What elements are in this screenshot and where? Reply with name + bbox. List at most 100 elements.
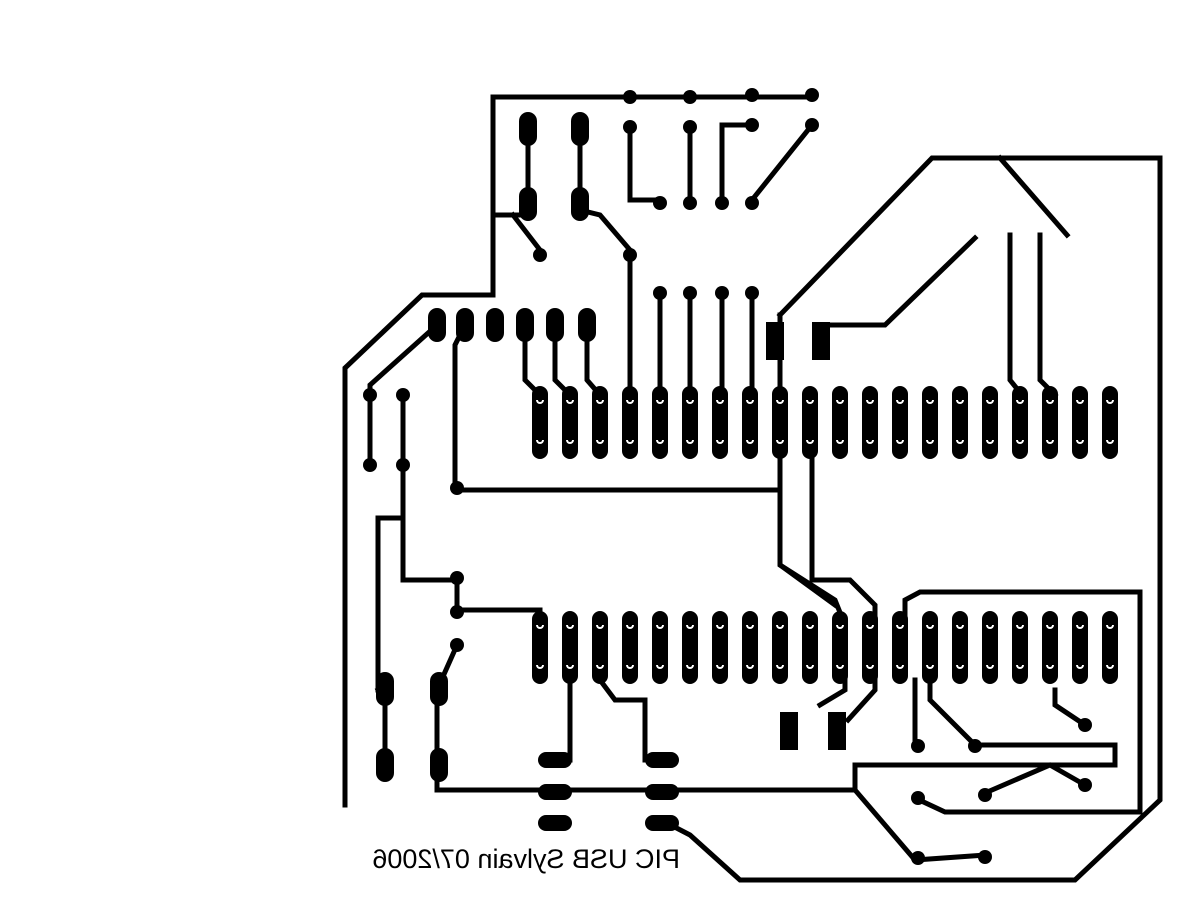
drill-hole <box>566 664 574 669</box>
bottom-row-pin-19 <box>1072 611 1088 684</box>
drill-hole <box>656 439 664 444</box>
top-row-pin-8 <box>742 386 758 459</box>
drill-hole <box>536 624 544 629</box>
drill-hole <box>716 624 724 629</box>
board-credit-text: PIC USB Sylvain 07/2006 <box>372 844 680 874</box>
drill-hole <box>866 664 874 669</box>
drill-hole <box>716 664 724 669</box>
drill-hole <box>806 399 814 404</box>
bottom-row-pin-9 <box>772 611 788 684</box>
top-row-pin-13 <box>892 386 908 459</box>
drill-hole <box>1106 664 1114 669</box>
drill-hole <box>626 664 634 669</box>
drill-hole <box>1016 624 1024 629</box>
drill-hole <box>926 399 934 404</box>
bottom-row-pin-5 <box>652 611 668 684</box>
drill-hole <box>1016 399 1024 404</box>
drill-hole <box>896 399 904 404</box>
drill-hole <box>626 439 634 444</box>
drill-hole <box>536 399 544 404</box>
drill-hole <box>926 439 934 444</box>
top-row-pin-10 <box>802 386 818 459</box>
drill-hole <box>956 439 964 444</box>
drill-hole <box>776 439 784 444</box>
drill-hole <box>896 664 904 669</box>
drill-hole <box>956 664 964 669</box>
drill-hole <box>626 624 634 629</box>
top-row-pin-7 <box>712 386 728 459</box>
bottom-row-pin-16 <box>982 611 998 684</box>
drill-holes <box>536 399 1114 669</box>
bottom-row-pin-2 <box>562 611 578 684</box>
top-row-pin-14 <box>922 386 938 459</box>
drill-hole <box>956 399 964 404</box>
drill-hole <box>1046 439 1054 444</box>
drill-hole <box>596 624 604 629</box>
drill-hole <box>686 664 694 669</box>
top-row-pin-4 <box>622 386 638 459</box>
drill-hole <box>1076 439 1084 444</box>
drill-hole <box>656 624 664 629</box>
drill-hole <box>986 399 994 404</box>
top-row-pin-9 <box>772 386 788 459</box>
drill-hole <box>926 664 934 669</box>
top-row-pin-19 <box>1072 386 1088 459</box>
bottom-row-pin-10 <box>802 611 818 684</box>
drill-hole <box>686 624 694 629</box>
drill-hole <box>836 439 844 444</box>
drill-hole <box>836 624 844 629</box>
drill-hole <box>596 664 604 669</box>
top-row-pin-18 <box>1042 386 1058 459</box>
drill-hole <box>1046 624 1054 629</box>
drill-hole <box>986 439 994 444</box>
drill-hole <box>776 664 784 669</box>
copper-traces <box>342 94 1163 883</box>
drill-hole <box>866 624 874 629</box>
drill-hole <box>746 664 754 669</box>
bottom-row-pin-17 <box>1012 611 1028 684</box>
top-row-pin-2 <box>562 386 578 459</box>
bottom-row-pin-8 <box>742 611 758 684</box>
top-row-pin-1 <box>532 386 548 459</box>
drill-hole <box>926 624 934 629</box>
drill-hole <box>1106 439 1114 444</box>
drill-hole <box>596 399 604 404</box>
top-row-pin-17 <box>1012 386 1028 459</box>
drill-hole <box>1076 399 1084 404</box>
drill-hole <box>1076 624 1084 629</box>
top-row-pin-6 <box>682 386 698 459</box>
top-row-pin-15 <box>952 386 968 459</box>
top-row-pin-11 <box>832 386 848 459</box>
drill-hole <box>1016 439 1024 444</box>
drill-hole <box>1106 624 1114 629</box>
drill-hole <box>746 624 754 629</box>
top-row-pin-5 <box>652 386 668 459</box>
bottom-row-pin-14 <box>922 611 938 684</box>
drill-hole <box>716 399 724 404</box>
ic-socket-top-row <box>532 386 1118 459</box>
drill-hole <box>956 624 964 629</box>
bottom-row-pin-4 <box>622 611 638 684</box>
drill-hole <box>866 399 874 404</box>
drill-hole <box>986 664 994 669</box>
top-row-pin-3 <box>592 386 608 459</box>
drill-hole <box>836 664 844 669</box>
drill-hole <box>656 399 664 404</box>
bottom-row-pin-13 <box>892 611 908 684</box>
drill-hole <box>656 664 664 669</box>
drill-hole <box>746 399 754 404</box>
drill-hole <box>806 624 814 629</box>
drill-hole <box>536 439 544 444</box>
drill-hole <box>896 624 904 629</box>
bottom-row-pin-1 <box>532 611 548 684</box>
drill-hole <box>686 439 694 444</box>
bottom-row-pin-15 <box>952 611 968 684</box>
square-pads <box>766 322 846 750</box>
drill-hole <box>536 664 544 669</box>
oval-pads <box>376 112 679 831</box>
top-row-pin-12 <box>862 386 878 459</box>
drill-hole <box>806 664 814 669</box>
drill-hole <box>746 439 754 444</box>
drill-hole <box>866 439 874 444</box>
drill-hole <box>1046 399 1054 404</box>
